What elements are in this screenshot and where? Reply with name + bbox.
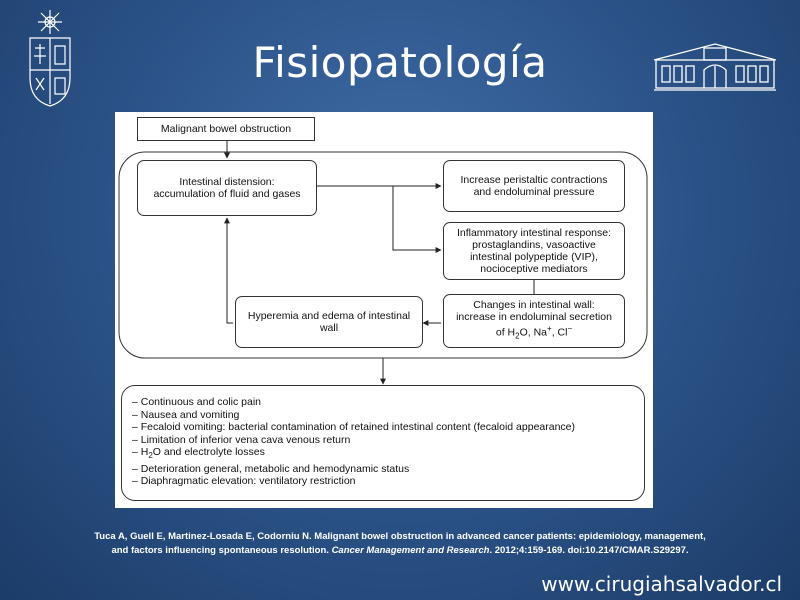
arrow-hyperemia-to-distension (224, 217, 233, 324)
distension-box: Intestinal distension: accumulation of f… (137, 160, 317, 216)
slide-title: Fisiopatología (252, 38, 548, 87)
inflammatory-text: Inflammatory intestinal response: prosta… (456, 227, 612, 275)
citation-line2: and factors influencing spontaneous reso… (111, 545, 689, 556)
peristaltic-text: Increase peristaltic contractions and en… (460, 174, 608, 198)
citation: Tuca A, Guell E, Martinez-Losada E, Codo… (20, 530, 780, 558)
arrow-to-inflammatory (392, 186, 442, 253)
hyperemia-text: Hyperemia and edema of intestinal wall (247, 310, 411, 334)
consequence-item: – Fecaloid vomiting: bacterial contamina… (132, 421, 576, 433)
flow-diagram-panel: Malignant bowel obstruction Intestinal d… (115, 112, 653, 508)
start-text: Malignant bowel obstruction (160, 123, 292, 135)
citation-authors: Tuca A, Guell E, Martinez-Losada E, Codo… (94, 531, 706, 542)
inflammatory-box: Inflammatory intestinal response: prosta… (443, 222, 625, 280)
hospital-building-icon (652, 40, 778, 92)
diagram-connectors (118, 141, 648, 385)
university-crest-icon (22, 8, 78, 108)
consequence-item: – Continuous and colic pain (132, 396, 262, 408)
consequence-item: – Limitation of inferior vena cava venou… (132, 433, 351, 446)
peristaltic-box: Increase peristaltic contractions and en… (443, 160, 625, 212)
website-url: www.cirugiahsalvador.cl (541, 572, 782, 596)
wall-changes-text: Changes in intestinal wall: increase in … (456, 299, 612, 341)
consequences-box: – Continuous and colic pain – Nausea and… (121, 385, 645, 501)
distension-text: Intestinal distension: accumulation of f… (153, 176, 301, 200)
start-box: Malignant bowel obstruction (137, 117, 315, 141)
consequence-item-h2o: – H2O and electrolyte losses (132, 446, 265, 461)
wall-changes-box: Changes in intestinal wall: increase in … (443, 294, 625, 348)
hyperemia-box: Hyperemia and edema of intestinal wall (235, 296, 423, 348)
consequence-item: – Diaphragmatic elevation: ventilatory r… (132, 475, 356, 488)
consequence-item: – Nausea and vomiting (132, 408, 240, 421)
citation-journal: Cancer Management and Research (331, 545, 490, 556)
consequence-item: – Deterioration general, metabolic and h… (132, 462, 410, 475)
